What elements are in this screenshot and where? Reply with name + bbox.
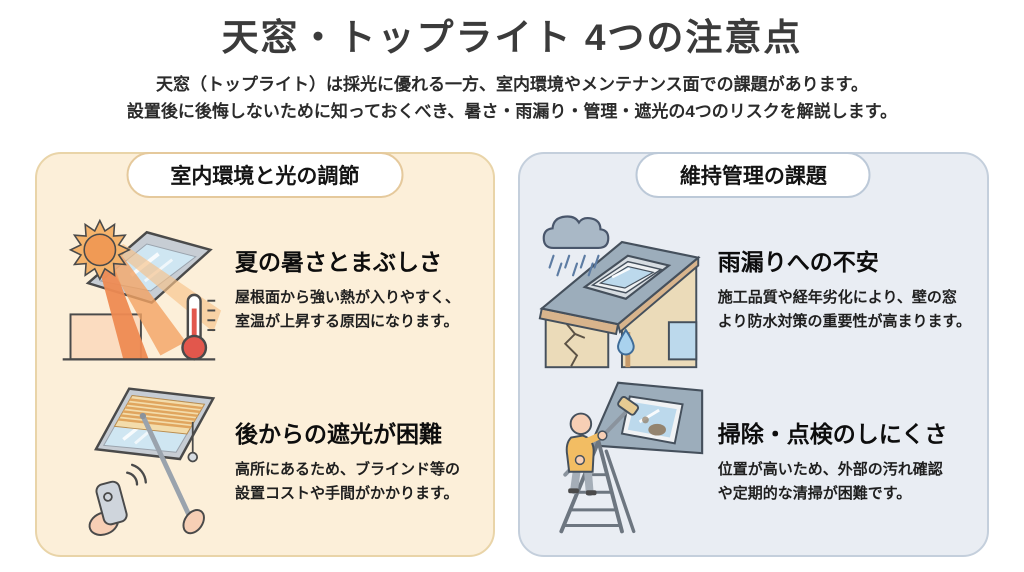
- item-title: 夏の暑さとまぶしさ: [235, 248, 442, 275]
- item-title: 後からの遮光が困難: [235, 420, 442, 447]
- page-title: 天窓・トップライト 4つの注意点: [221, 17, 803, 58]
- panel-header-indoor-environment: 室内環境と光の調節: [126, 152, 404, 198]
- page-subtitle: 天窓（トップライト）は採光に優れる一方、室内環境やメンテナンス面での課題がありま…: [0, 72, 1024, 126]
- item-summer-heat-text: 夏の暑さとまぶしさ 屋根面から強い熱が入りやすく、 室温が上昇する原因になります…: [235, 243, 481, 334]
- infographic-header: 天窓・トップライト 4つの注意点 天窓（トップライト）は採光に優れる一方、室内環…: [0, 0, 1024, 125]
- panels-container: 室内環境と光の調節: [35, 152, 989, 557]
- item-shading-difficulty: 後からの遮光が困難 高所にあるため、ブラインド等の 設置コストや手間がかかります…: [49, 374, 481, 546]
- subtitle-line-1: 天窓（トップライト）は採光に優れる一方、室内環境やメンテナンス面での課題がありま…: [156, 74, 868, 94]
- item-rain-leak-text: 雨漏りへの不安 施工品質や経年劣化により、壁の窓 より防水対策の重要性が高まりま…: [718, 243, 975, 334]
- item-shading-difficulty-text: 後からの遮光が困難 高所にあるため、ブラインド等の 設置コストや手間がかかります…: [235, 415, 481, 506]
- rain-cloud-roof-leak-icon: [532, 202, 708, 374]
- sun-heat-skylight-thermometer-icon: [49, 202, 225, 374]
- item-rain-leak: 雨漏りへの不安 施工品質や経年劣化により、壁の窓 より防水対策の重要性が高まりま…: [532, 202, 975, 374]
- panel-header-maintenance: 維持管理の課題: [635, 152, 871, 198]
- item-description: 位置が高いため、外部の汚れ確認 や定期的な清掃が困難です。: [717, 460, 943, 502]
- item-description: 高所にあるため、ブラインド等の 設置コストや手間がかかります。: [235, 460, 461, 502]
- panel-indoor-environment: 室内環境と光の調節: [35, 152, 495, 557]
- ladder-cleaning-skylight-icon: [532, 374, 708, 546]
- item-title: 掃除・点検のしにくさ: [717, 420, 948, 447]
- item-title: 雨漏りへの不安: [717, 248, 879, 275]
- item-cleaning-difficulty-text: 掃除・点検のしにくさ 位置が高いため、外部の汚れ確認 や定期的な清掃が困難です。: [718, 415, 975, 506]
- panel-maintenance: 維持管理の課題: [517, 152, 989, 557]
- item-description: 屋根面から強い熱が入りやすく、 室温が上昇する原因になります。: [235, 288, 461, 330]
- subtitle-line-2: 設置後に後悔しないために知っておくべき、暑さ・雨漏り・管理・遮光の4つのリスクを…: [126, 101, 898, 121]
- item-summer-heat: 夏の暑さとまぶしさ 屋根面から強い熱が入りやすく、 室温が上昇する原因になります…: [49, 202, 481, 374]
- skylight-blinds-remote-pole-icon: [49, 374, 225, 546]
- item-description: 施工品質や経年劣化により、壁の窓 より防水対策の重要性が高まります。: [717, 288, 971, 330]
- item-cleaning-difficulty: 掃除・点検のしにくさ 位置が高いため、外部の汚れ確認 や定期的な清掃が困難です。: [532, 374, 975, 546]
